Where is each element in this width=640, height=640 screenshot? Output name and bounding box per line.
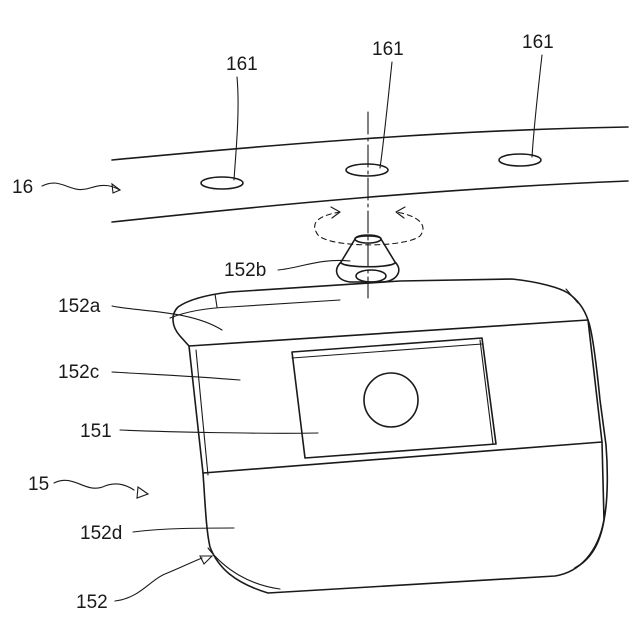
- label-16: 16: [12, 177, 33, 198]
- boss-bore: [356, 270, 386, 282]
- window-bevel: [292, 340, 493, 444]
- band-lower-edge: [112, 181, 628, 222]
- leader-161-left: [234, 77, 238, 180]
- leader-151: [120, 430, 318, 433]
- housing-152: [170, 279, 607, 593]
- label-152c: 152c: [58, 362, 99, 383]
- hole-161-left: [201, 177, 243, 189]
- arrowhead-152: [200, 556, 212, 564]
- band-upper-edge: [112, 127, 628, 160]
- label-15: 15: [28, 474, 49, 495]
- label-151: 151: [80, 421, 112, 442]
- top-face-inner-line: [170, 300, 340, 318]
- label-152a: 152a: [58, 296, 101, 317]
- label-152d: 152d: [80, 523, 122, 544]
- leader-152: [115, 558, 202, 601]
- arrowhead-15: [137, 487, 148, 498]
- front-left-vertical-edge: [196, 350, 208, 475]
- reference-labels: 161 161 161 16 152b 152a 152c 151 15 152…: [12, 32, 554, 613]
- label-152b: 152b: [224, 260, 266, 281]
- leader-152d: [133, 528, 234, 532]
- label-161-center: 161: [372, 39, 404, 60]
- label-152: 152: [76, 592, 108, 613]
- leader-15: [54, 480, 134, 490]
- band-member-16: [112, 127, 628, 222]
- leader-152c: [112, 372, 240, 380]
- label-161-left: 161: [226, 54, 258, 75]
- label-161-right: 161: [522, 32, 554, 53]
- lower-face-152d: [203, 442, 604, 593]
- leader-161-right: [532, 55, 542, 157]
- rotation-ellipse: [315, 212, 423, 245]
- sensor-circle: [364, 373, 418, 427]
- front-face-152c: [189, 320, 602, 473]
- top-face-152a: [173, 279, 588, 346]
- leader-161-center: [380, 62, 392, 168]
- rotation-indicator: [315, 207, 423, 245]
- leader-16: [42, 183, 120, 190]
- hole-161-center: [346, 164, 388, 176]
- hole-161-right: [499, 154, 541, 166]
